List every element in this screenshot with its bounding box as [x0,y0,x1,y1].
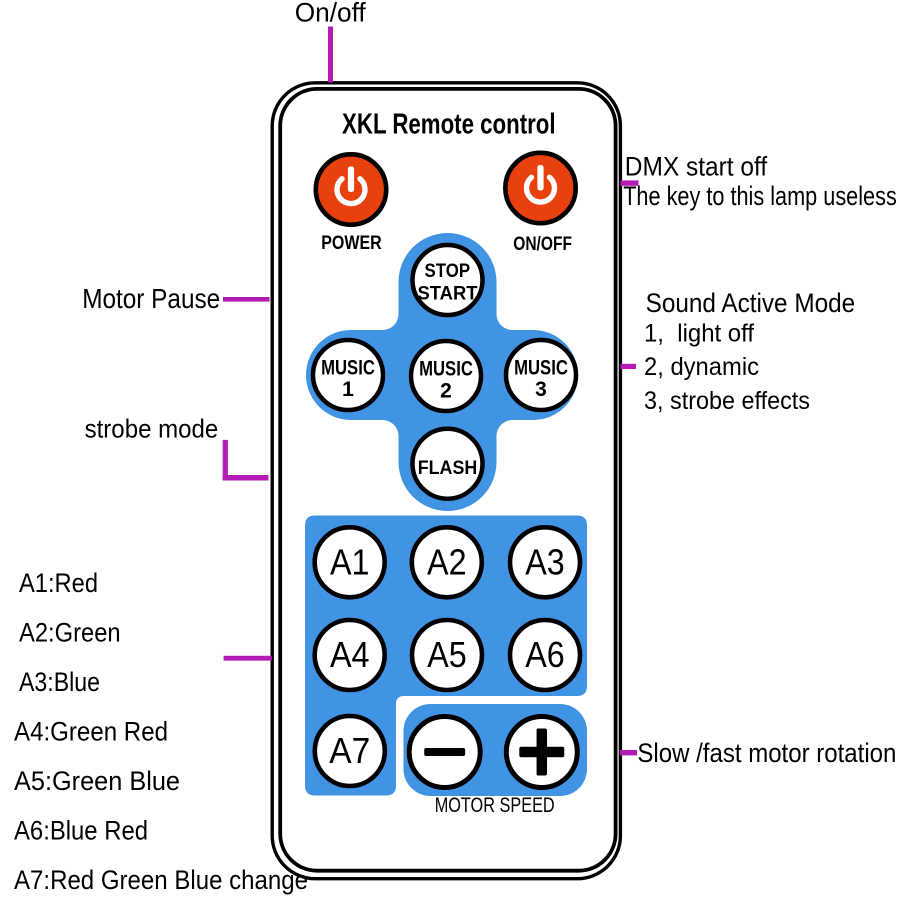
svg-text:3, strobe effects: 3, strobe effects [644,387,810,415]
svg-text:1: 1 [342,378,354,401]
svg-text:ON/OFF: ON/OFF [513,233,572,255]
svg-text:A2:Green: A2:Green [19,618,121,648]
svg-text:A5: A5 [427,634,467,675]
svg-text:XKL Remote control: XKL Remote control [342,109,556,141]
svg-text:A1:Red: A1:Red [19,568,98,598]
svg-text:A4: A4 [330,634,370,675]
svg-text:A5:Green Blue: A5:Green Blue [14,766,180,796]
svg-text:START: START [418,284,478,305]
svg-text:A3:Blue: A3:Blue [19,667,100,697]
svg-text:A6:Blue Red: A6:Blue Red [14,816,148,846]
svg-text:strobe mode: strobe mode [85,414,219,444]
svg-text:2: 2 [440,379,452,402]
svg-text:MOTOR SPEED: MOTOR SPEED [435,794,555,817]
svg-text:A2: A2 [427,541,467,582]
svg-text:1, light off: 1, light off [644,320,754,348]
svg-text:A6: A6 [525,634,565,675]
svg-text:On/off: On/off [295,0,366,28]
svg-text:Motor Pause: Motor Pause [82,283,220,314]
svg-text:3: 3 [535,378,547,401]
svg-text:A7: A7 [329,730,370,771]
svg-text:MUSIC: MUSIC [419,358,473,381]
svg-text:MUSIC: MUSIC [321,356,375,379]
svg-text:A3: A3 [525,541,565,582]
svg-text:A7:Red Green Blue change: A7:Red Green Blue change [14,865,308,895]
svg-text:A4:Green Red: A4:Green Red [14,717,168,747]
svg-text:MUSIC: MUSIC [514,356,568,379]
svg-text:STOP: STOP [425,261,471,282]
svg-text:Sound Active Mode: Sound Active Mode [646,288,856,318]
svg-text:The key to this lamp useless: The key to this lamp useless [623,181,897,211]
svg-text:FLASH: FLASH [418,458,478,479]
svg-text:A1: A1 [330,541,370,582]
svg-text:POWER: POWER [321,232,382,254]
svg-text:Slow /fast motor rotation: Slow /fast motor rotation [637,738,896,768]
svg-text:DMX start off: DMX start off [625,152,768,182]
svg-text:2, dynamic: 2, dynamic [644,353,759,381]
